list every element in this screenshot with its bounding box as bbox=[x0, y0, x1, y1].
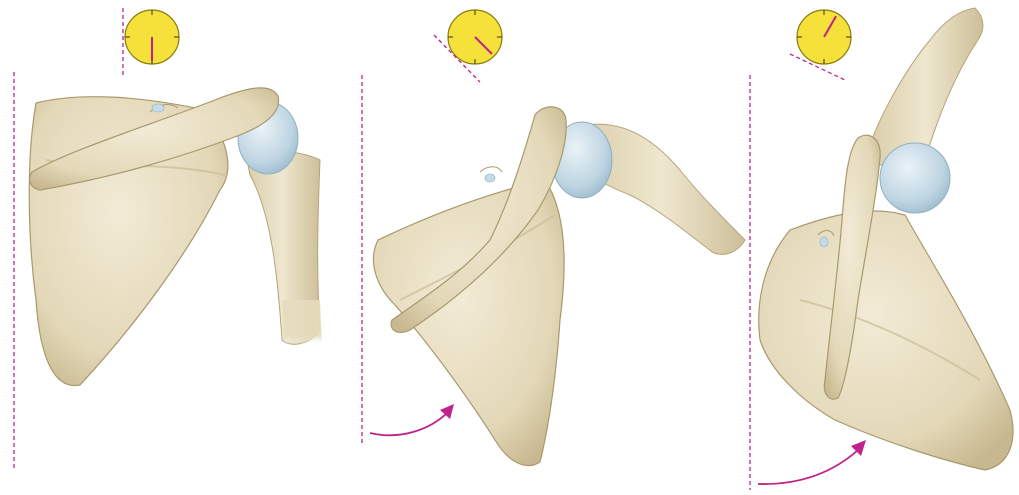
panel-full-elevation bbox=[750, 8, 1013, 490]
panel-partial-elevation bbox=[362, 10, 745, 466]
humerus bbox=[238, 102, 322, 345]
humerus bbox=[552, 122, 745, 254]
rotation-arrow bbox=[758, 450, 858, 484]
rotation-dial-icon bbox=[797, 10, 851, 64]
rotation-dial-icon bbox=[125, 10, 179, 64]
humeral-head bbox=[880, 143, 950, 213]
panel-resting bbox=[14, 8, 322, 470]
humerus bbox=[868, 8, 983, 213]
rotation-arrow bbox=[370, 412, 448, 435]
rotation-dial-icon bbox=[448, 10, 502, 64]
scapula bbox=[759, 211, 1013, 470]
